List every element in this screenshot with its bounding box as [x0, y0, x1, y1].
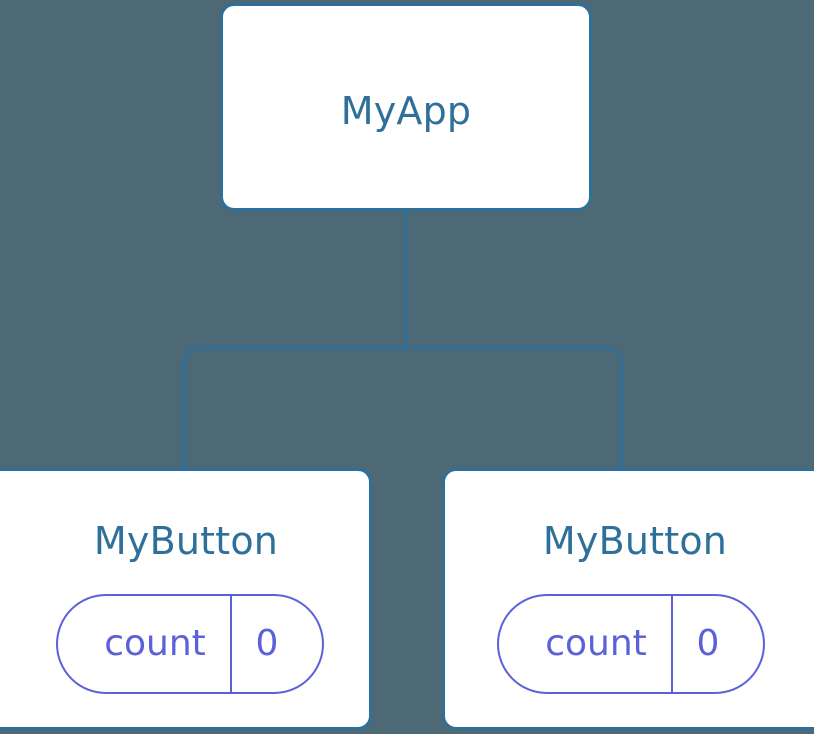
node-mybutton-2-label: MyButton — [542, 519, 728, 563]
node-myapp-label: MyApp — [340, 89, 472, 133]
edge-root-to-left-child — [182, 346, 406, 470]
state-value-label: 0 — [696, 623, 720, 664]
edge-root-to-right-child — [406, 346, 624, 470]
node-mybutton-1[interactable]: MyButton count 0 — [0, 468, 372, 730]
node-mybutton-2[interactable]: MyButton count 0 — [442, 468, 814, 730]
state-key-label: count — [499, 596, 673, 692]
node-myapp[interactable]: MyApp — [220, 3, 592, 211]
node-mybutton-1-label: MyButton — [93, 519, 279, 563]
state-key-label: count — [58, 596, 232, 692]
state-pill-count-1[interactable]: count 0 — [56, 594, 324, 694]
state-value-label: 0 — [255, 623, 279, 664]
state-pill-count-2[interactable]: count 0 — [497, 594, 765, 694]
